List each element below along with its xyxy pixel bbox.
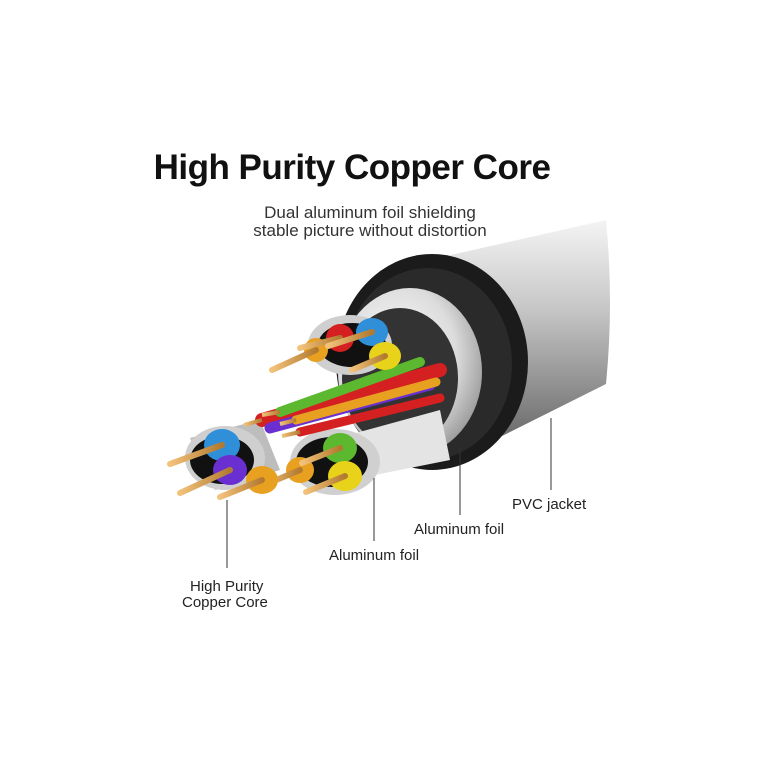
label-copper-core-line-1: High Purity [190,578,264,595]
label-pvc-jacket: PVC jacket [512,496,587,513]
left-pair-wires [167,429,278,500]
label-aluminum-foil-outer: Aluminum foil [414,521,505,538]
top-pair-wires [269,318,401,373]
middle-wire-bundle [243,357,447,438]
label-aluminum-foil-inner: Aluminum foil [329,547,420,564]
label-copper-core-line-2: Copper Core [182,594,268,611]
subtitle-line-1: Dual aluminum foil shielding [264,203,476,222]
subtitle-line-2: stable picture without distortion [253,221,487,240]
diagram-title: High Purity Copper Core [153,148,551,187]
